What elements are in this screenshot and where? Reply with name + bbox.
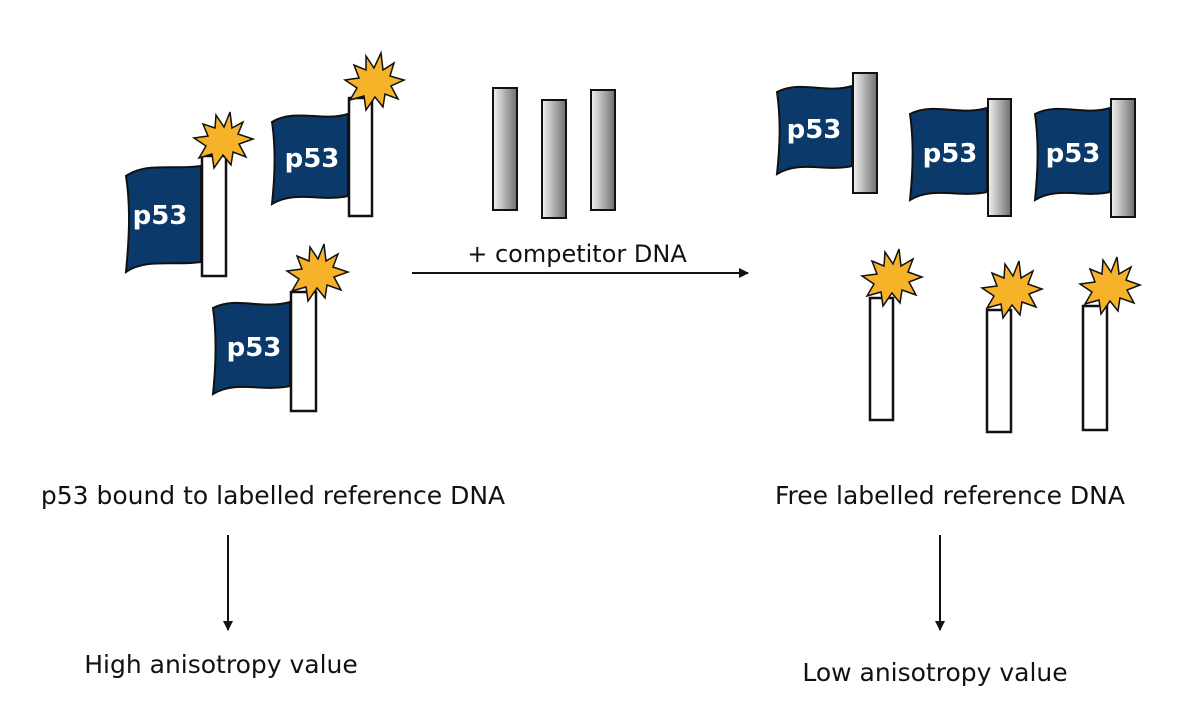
reference-dna-strand xyxy=(868,296,895,422)
fluorophore-star-icon xyxy=(1077,256,1143,316)
p53-label: p53 xyxy=(285,144,340,174)
p53-protein-shape xyxy=(908,106,988,202)
p53-label: p53 xyxy=(923,139,978,169)
fluorophore-star-icon xyxy=(284,243,351,303)
p53-label: p53 xyxy=(133,201,188,231)
p53-label: p53 xyxy=(227,333,282,363)
bound-complex-1: p53 xyxy=(124,111,256,278)
competitor-dna-strand xyxy=(541,99,567,219)
competitor-dna-strand xyxy=(1110,98,1136,218)
competitor-complex-1: p53 xyxy=(775,72,878,194)
bound-complex-3: p53 xyxy=(211,243,351,413)
p53-protein-shape xyxy=(1033,106,1111,202)
reference-dna-strand xyxy=(985,308,1013,434)
bound-complex-2: p53 xyxy=(270,50,407,218)
competitor-dna-strand xyxy=(492,87,518,211)
reference-dna-strand xyxy=(289,290,318,413)
competitor-complex-2: p53 xyxy=(908,98,1012,217)
left-result: High anisotropy value xyxy=(84,650,358,679)
p53-label: p53 xyxy=(1046,139,1101,169)
free-labelled-dna-1 xyxy=(859,248,925,422)
free-labelled-dna-3 xyxy=(1077,256,1143,432)
competitor-dna-group xyxy=(492,87,616,219)
competitor-complex-3: p53 xyxy=(1033,98,1136,218)
free-labelled-dna-2 xyxy=(979,260,1045,434)
reference-dna-strand xyxy=(347,96,374,218)
p53-protein-shape xyxy=(270,112,349,206)
fluorophore-star-icon xyxy=(191,111,256,170)
competitor-dna-strand xyxy=(987,98,1012,217)
competitor-dna-strand xyxy=(852,72,878,194)
fluorophore-star-icon xyxy=(859,248,925,308)
right-caption: Free labelled reference DNA xyxy=(775,481,1125,510)
right-result: Low anisotropy value xyxy=(802,658,1067,687)
fluorophore-star-icon xyxy=(979,260,1045,320)
reference-dna-strand xyxy=(200,154,228,278)
p53-protein-shape xyxy=(775,84,853,176)
reference-dna-strand xyxy=(1081,304,1109,432)
left-caption: p53 bound to labelled reference DNA xyxy=(41,481,505,510)
competitor-dna-strand xyxy=(590,89,616,211)
p53-label: p53 xyxy=(787,115,842,145)
p53-protein-shape xyxy=(211,300,291,396)
fluorophore-star-icon xyxy=(342,50,407,112)
reaction-arrow-label: + competitor DNA xyxy=(467,240,687,268)
p53-protein-shape xyxy=(124,164,202,275)
